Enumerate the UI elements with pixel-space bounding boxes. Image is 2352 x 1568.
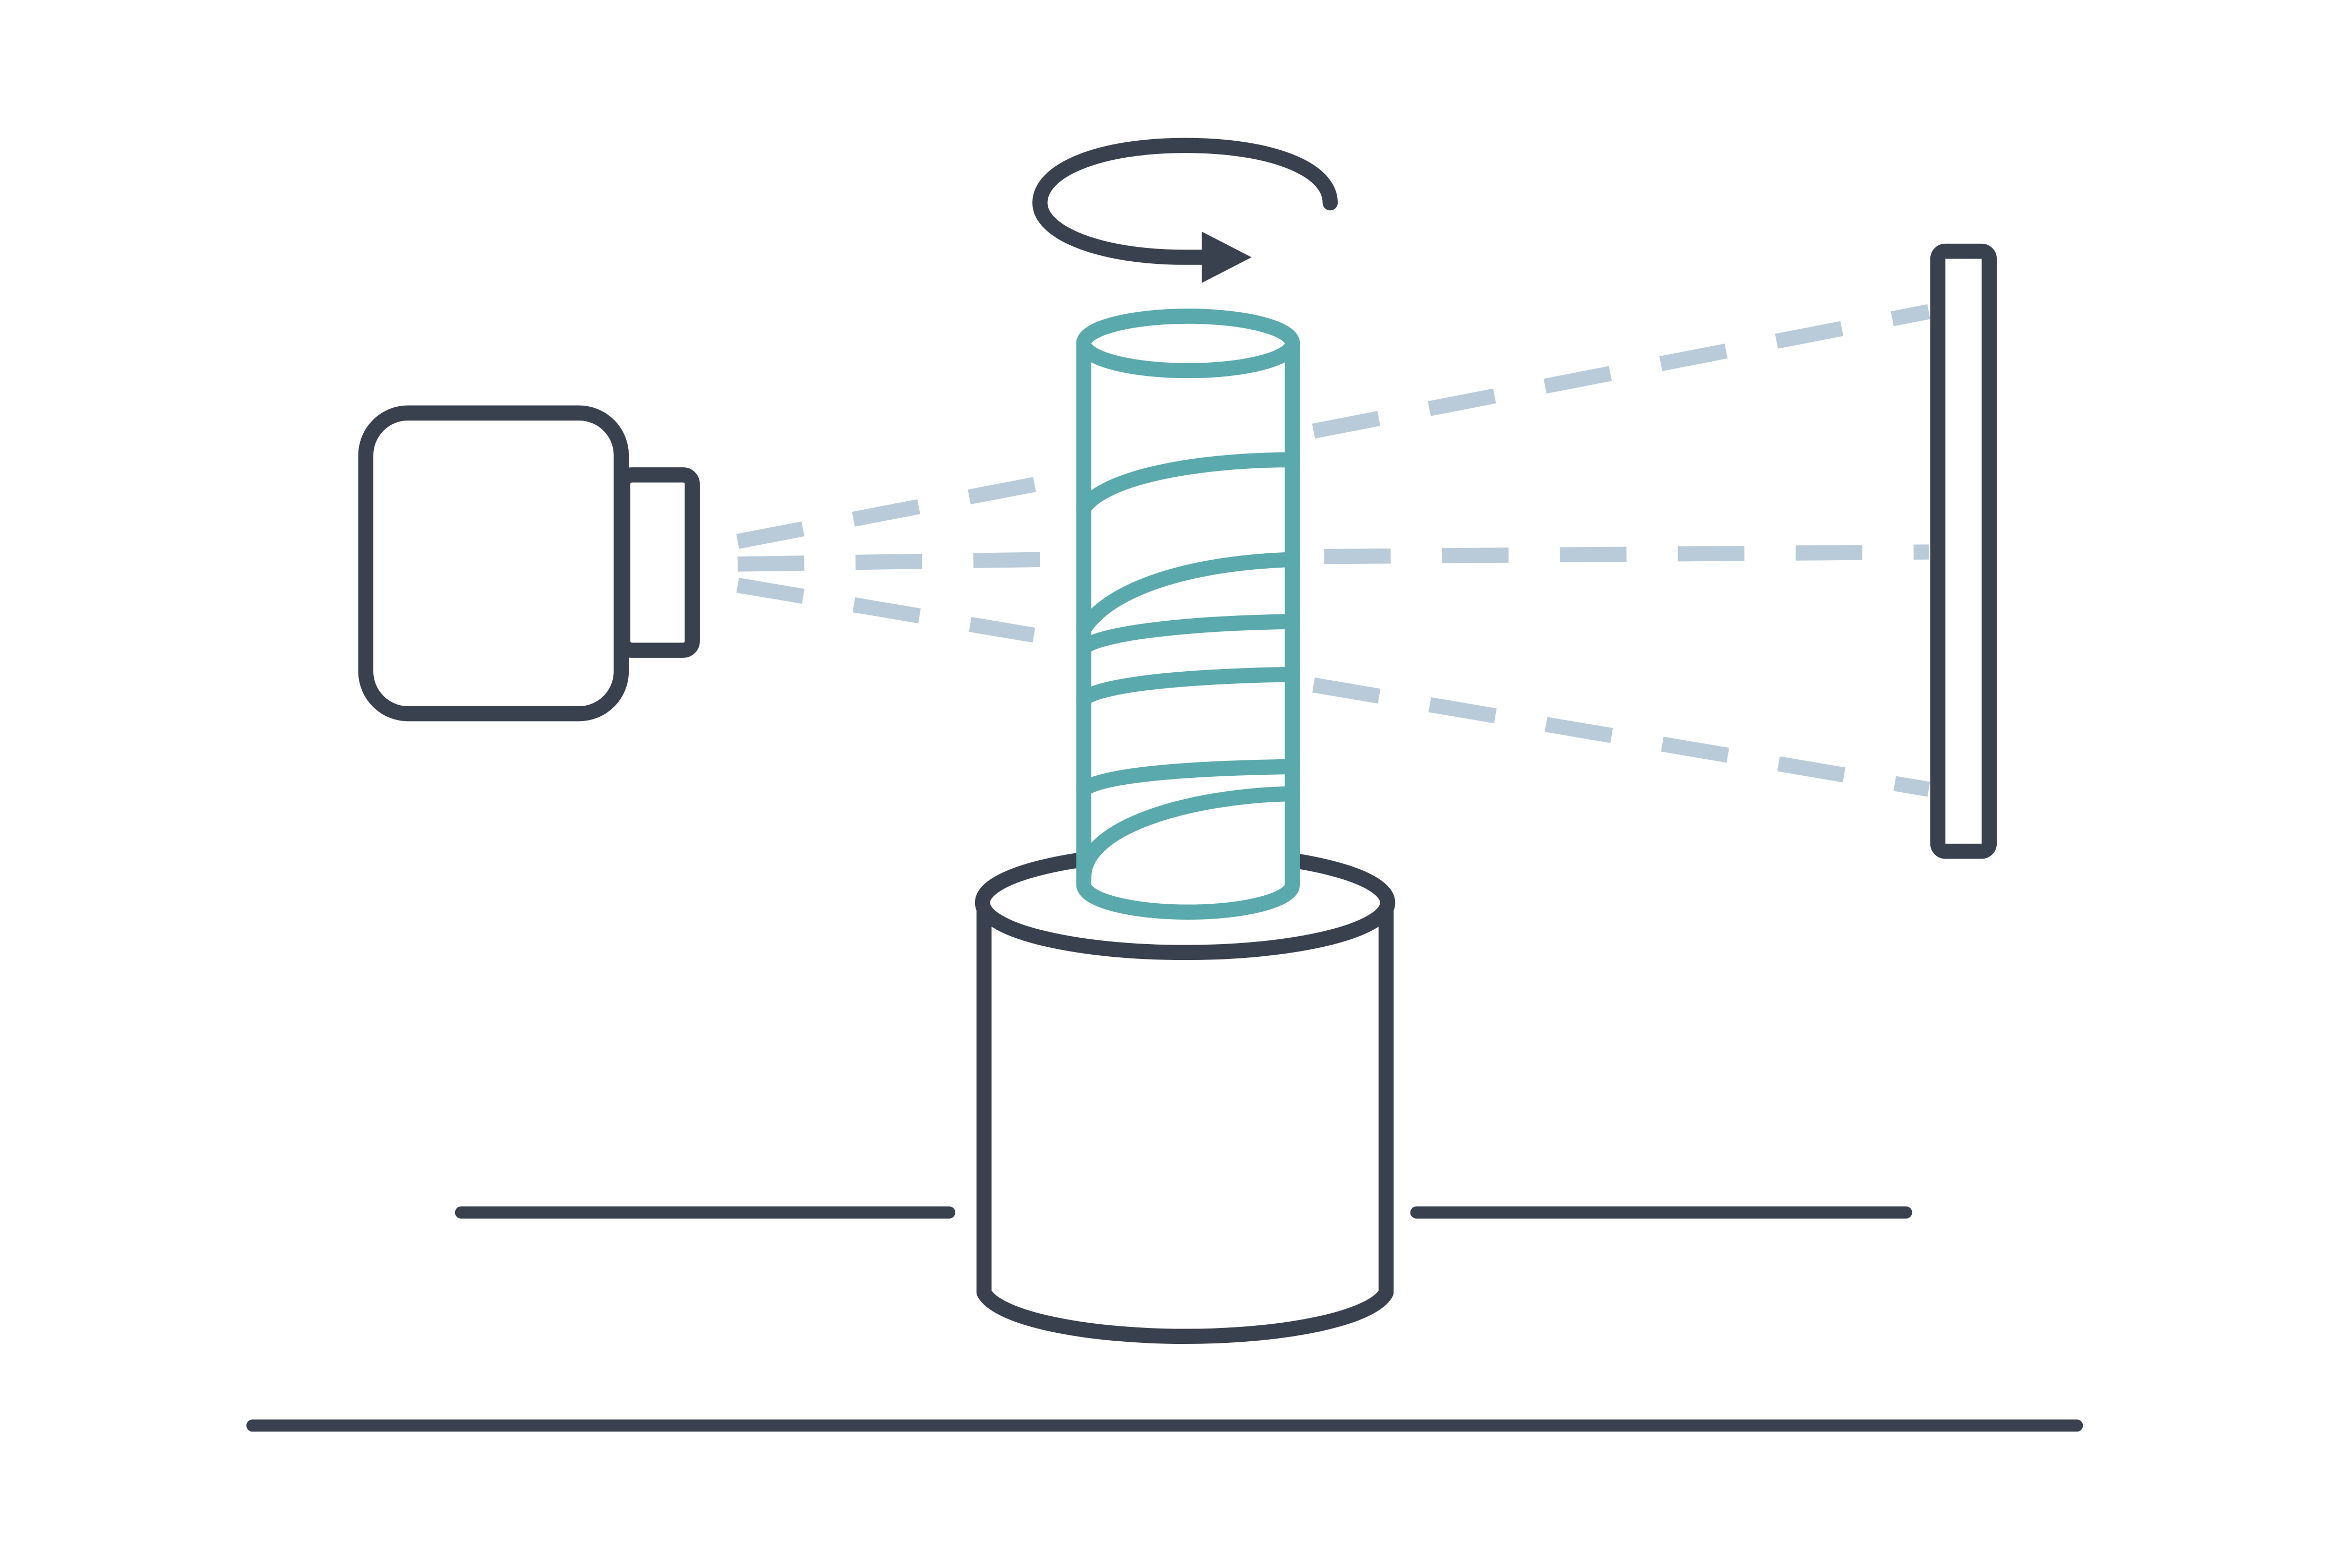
beam-lower-right <box>1312 678 1930 797</box>
helix-turn-5 <box>1076 759 1300 797</box>
beam-upper-left <box>736 476 1039 549</box>
source-body <box>358 405 629 722</box>
detector-panel <box>1930 243 1997 859</box>
beam-upper-right <box>1312 304 1930 439</box>
rotation-stage <box>974 845 1396 1344</box>
sample-cylinder <box>1076 309 1300 920</box>
helix-turn-6 <box>1076 786 1300 885</box>
beam-lower-left <box>736 578 1036 643</box>
table-surface <box>246 1206 2083 1432</box>
x-ray-source-icon <box>358 405 700 722</box>
sample-top-ellipse <box>1076 309 1300 379</box>
stage-body <box>976 902 1394 1344</box>
helix-turn-4 <box>1076 666 1300 706</box>
source-nozzle <box>615 467 700 658</box>
rotation-arc <box>1032 138 1338 265</box>
rotation-arrowhead <box>1201 232 1252 283</box>
beam-middle-left <box>737 552 1040 572</box>
beam-middle-right <box>1324 544 1929 564</box>
helix-turn-1 <box>1076 452 1300 516</box>
rotation-arrow-icon <box>1032 138 1338 283</box>
x-ray-beam-lines <box>736 304 1930 797</box>
helix-turn-3 <box>1076 614 1300 655</box>
helix-turn-2 <box>1076 552 1300 637</box>
